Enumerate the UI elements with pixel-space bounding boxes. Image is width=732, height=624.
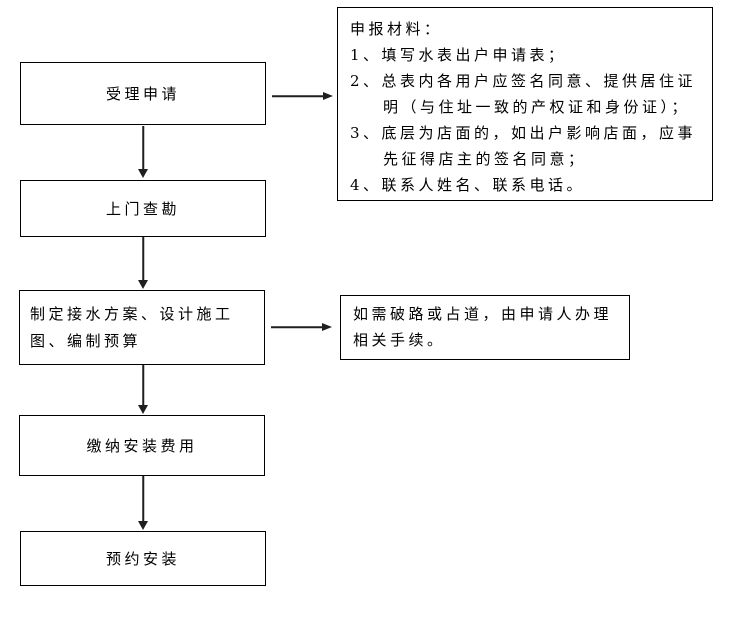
- annotation-road-note-box: 如需破路或占道，由申请人办理相关手续。: [340, 295, 630, 360]
- arrow-step2-to-step3: [137, 237, 149, 289]
- flow-step-label: 预约安装: [105, 549, 180, 568]
- arrow-step4-to-step5: [137, 476, 149, 530]
- flow-step-schedule-installation: 预约安装: [20, 531, 266, 586]
- arrow-shaft: [271, 326, 322, 328]
- item-marker: 2、: [350, 72, 382, 90]
- arrow-shaft: [142, 126, 144, 169]
- materials-title: 申报材料：: [350, 20, 443, 38]
- materials-item-2: 2、总表内各用户应签名同意、提供居住证明（与住址一致的产权证和身份证）；: [350, 68, 702, 120]
- item-text: 总表内各用户应签名同意、提供居住证明（与住址一致的产权证和身份证）；: [381, 72, 697, 116]
- item-marker: 4、: [350, 176, 382, 194]
- arrow-step1-to-materials: [272, 90, 333, 102]
- item-marker: 1、: [350, 46, 382, 64]
- arrow-shaft: [272, 95, 323, 97]
- annotation-materials-box: 申报材料： 1、填写水表出户申请表； 2、总表内各用户应签名同意、提供居住证明（…: [337, 7, 713, 201]
- flow-step-plan-design-budget: 制定接水方案、设计施工图、编制预算: [19, 290, 265, 365]
- arrow-step3-to-road-note: [271, 321, 332, 333]
- arrow-head-down-icon: [138, 169, 148, 178]
- item-marker: 3、: [350, 124, 382, 142]
- arrow-shaft: [142, 365, 144, 405]
- flow-step-onsite-survey: 上门查勘: [20, 180, 266, 237]
- materials-item-1: 1、填写水表出户申请表；: [350, 42, 702, 68]
- flow-step-label: 上门查勘: [105, 199, 180, 218]
- arrow-shaft: [142, 237, 144, 280]
- arrow-head-down-icon: [138, 280, 148, 289]
- arrow-head-right-icon: [322, 323, 332, 331]
- flow-step-label: 制定接水方案、设计施工图、编制预算: [30, 304, 234, 350]
- materials-item-4: 4、联系人姓名、联系电话。: [350, 172, 702, 198]
- road-note-text: 如需破路或占道，由申请人办理相关手续。: [353, 305, 613, 349]
- arrow-head-right-icon: [323, 92, 333, 100]
- item-text: 填写水表出户申请表；: [381, 46, 567, 64]
- arrow-step1-to-step2: [137, 126, 149, 178]
- flow-step-label: 受理申请: [105, 84, 180, 103]
- flow-step-label: 缴纳安装费用: [86, 436, 198, 455]
- materials-item-3: 3、底层为店面的，如出户影响店面，应事先征得店主的签名同意；: [350, 120, 702, 172]
- arrow-head-down-icon: [138, 521, 148, 530]
- flow-step-accept-application: 受理申请: [20, 62, 266, 125]
- arrow-step3-to-step4: [137, 365, 149, 414]
- item-text: 联系人姓名、联系电话。: [381, 176, 586, 194]
- flow-step-pay-installation-fee: 缴纳安装费用: [19, 415, 265, 476]
- item-text: 底层为店面的，如出户影响店面，应事先征得店主的签名同意；: [381, 124, 697, 168]
- arrow-shaft: [142, 476, 144, 521]
- arrow-head-down-icon: [138, 405, 148, 414]
